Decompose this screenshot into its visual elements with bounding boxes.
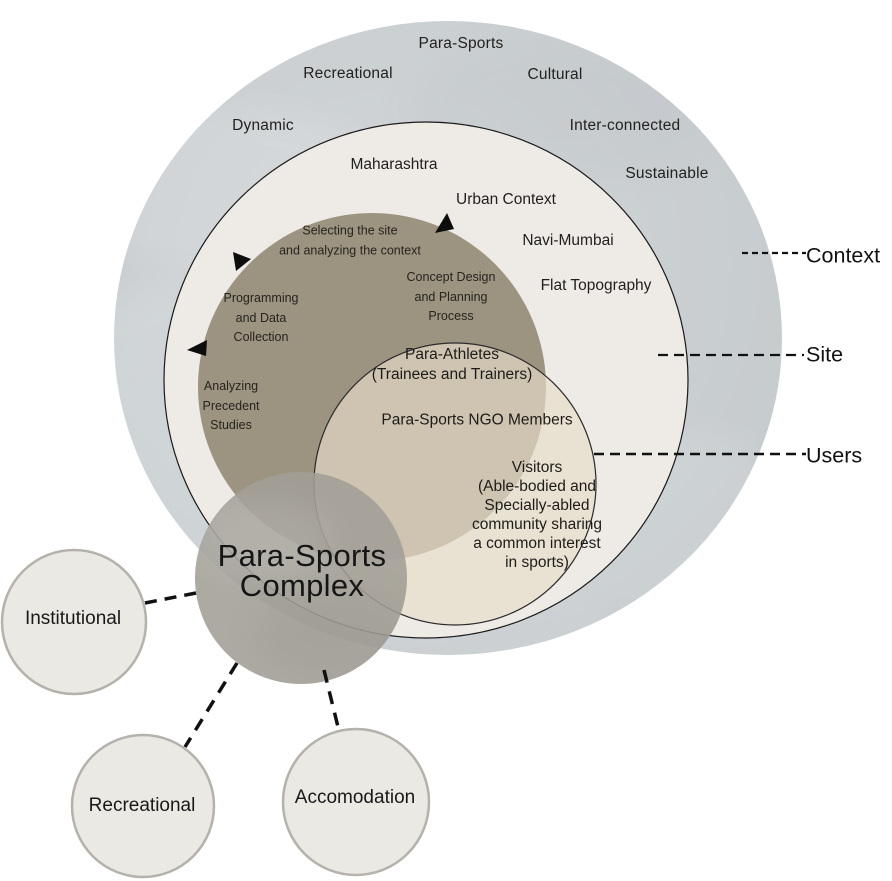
institutional-circle-outline	[0, 548, 148, 696]
accomodation-circle-outline	[281, 727, 431, 877]
connector-institutional	[144, 591, 197, 605]
cycle-arrow-upper-left-icon	[233, 252, 251, 271]
cycle-arrow-top-icon	[435, 213, 454, 233]
institutional-circle	[2, 550, 146, 694]
layer-label-users: Users	[806, 443, 863, 468]
connector-accomodation	[322, 669, 341, 732]
recreational-circle	[72, 735, 214, 877]
accomodation-circle	[283, 729, 429, 875]
recreational-circle-outline	[70, 733, 216, 879]
site-circle-outline	[163, 121, 689, 639]
layer-label-context: Context	[806, 243, 881, 268]
layer-label-site: Site	[806, 342, 844, 367]
cycle-arrow-left-icon	[187, 340, 207, 356]
connector-recreational	[183, 662, 239, 748]
